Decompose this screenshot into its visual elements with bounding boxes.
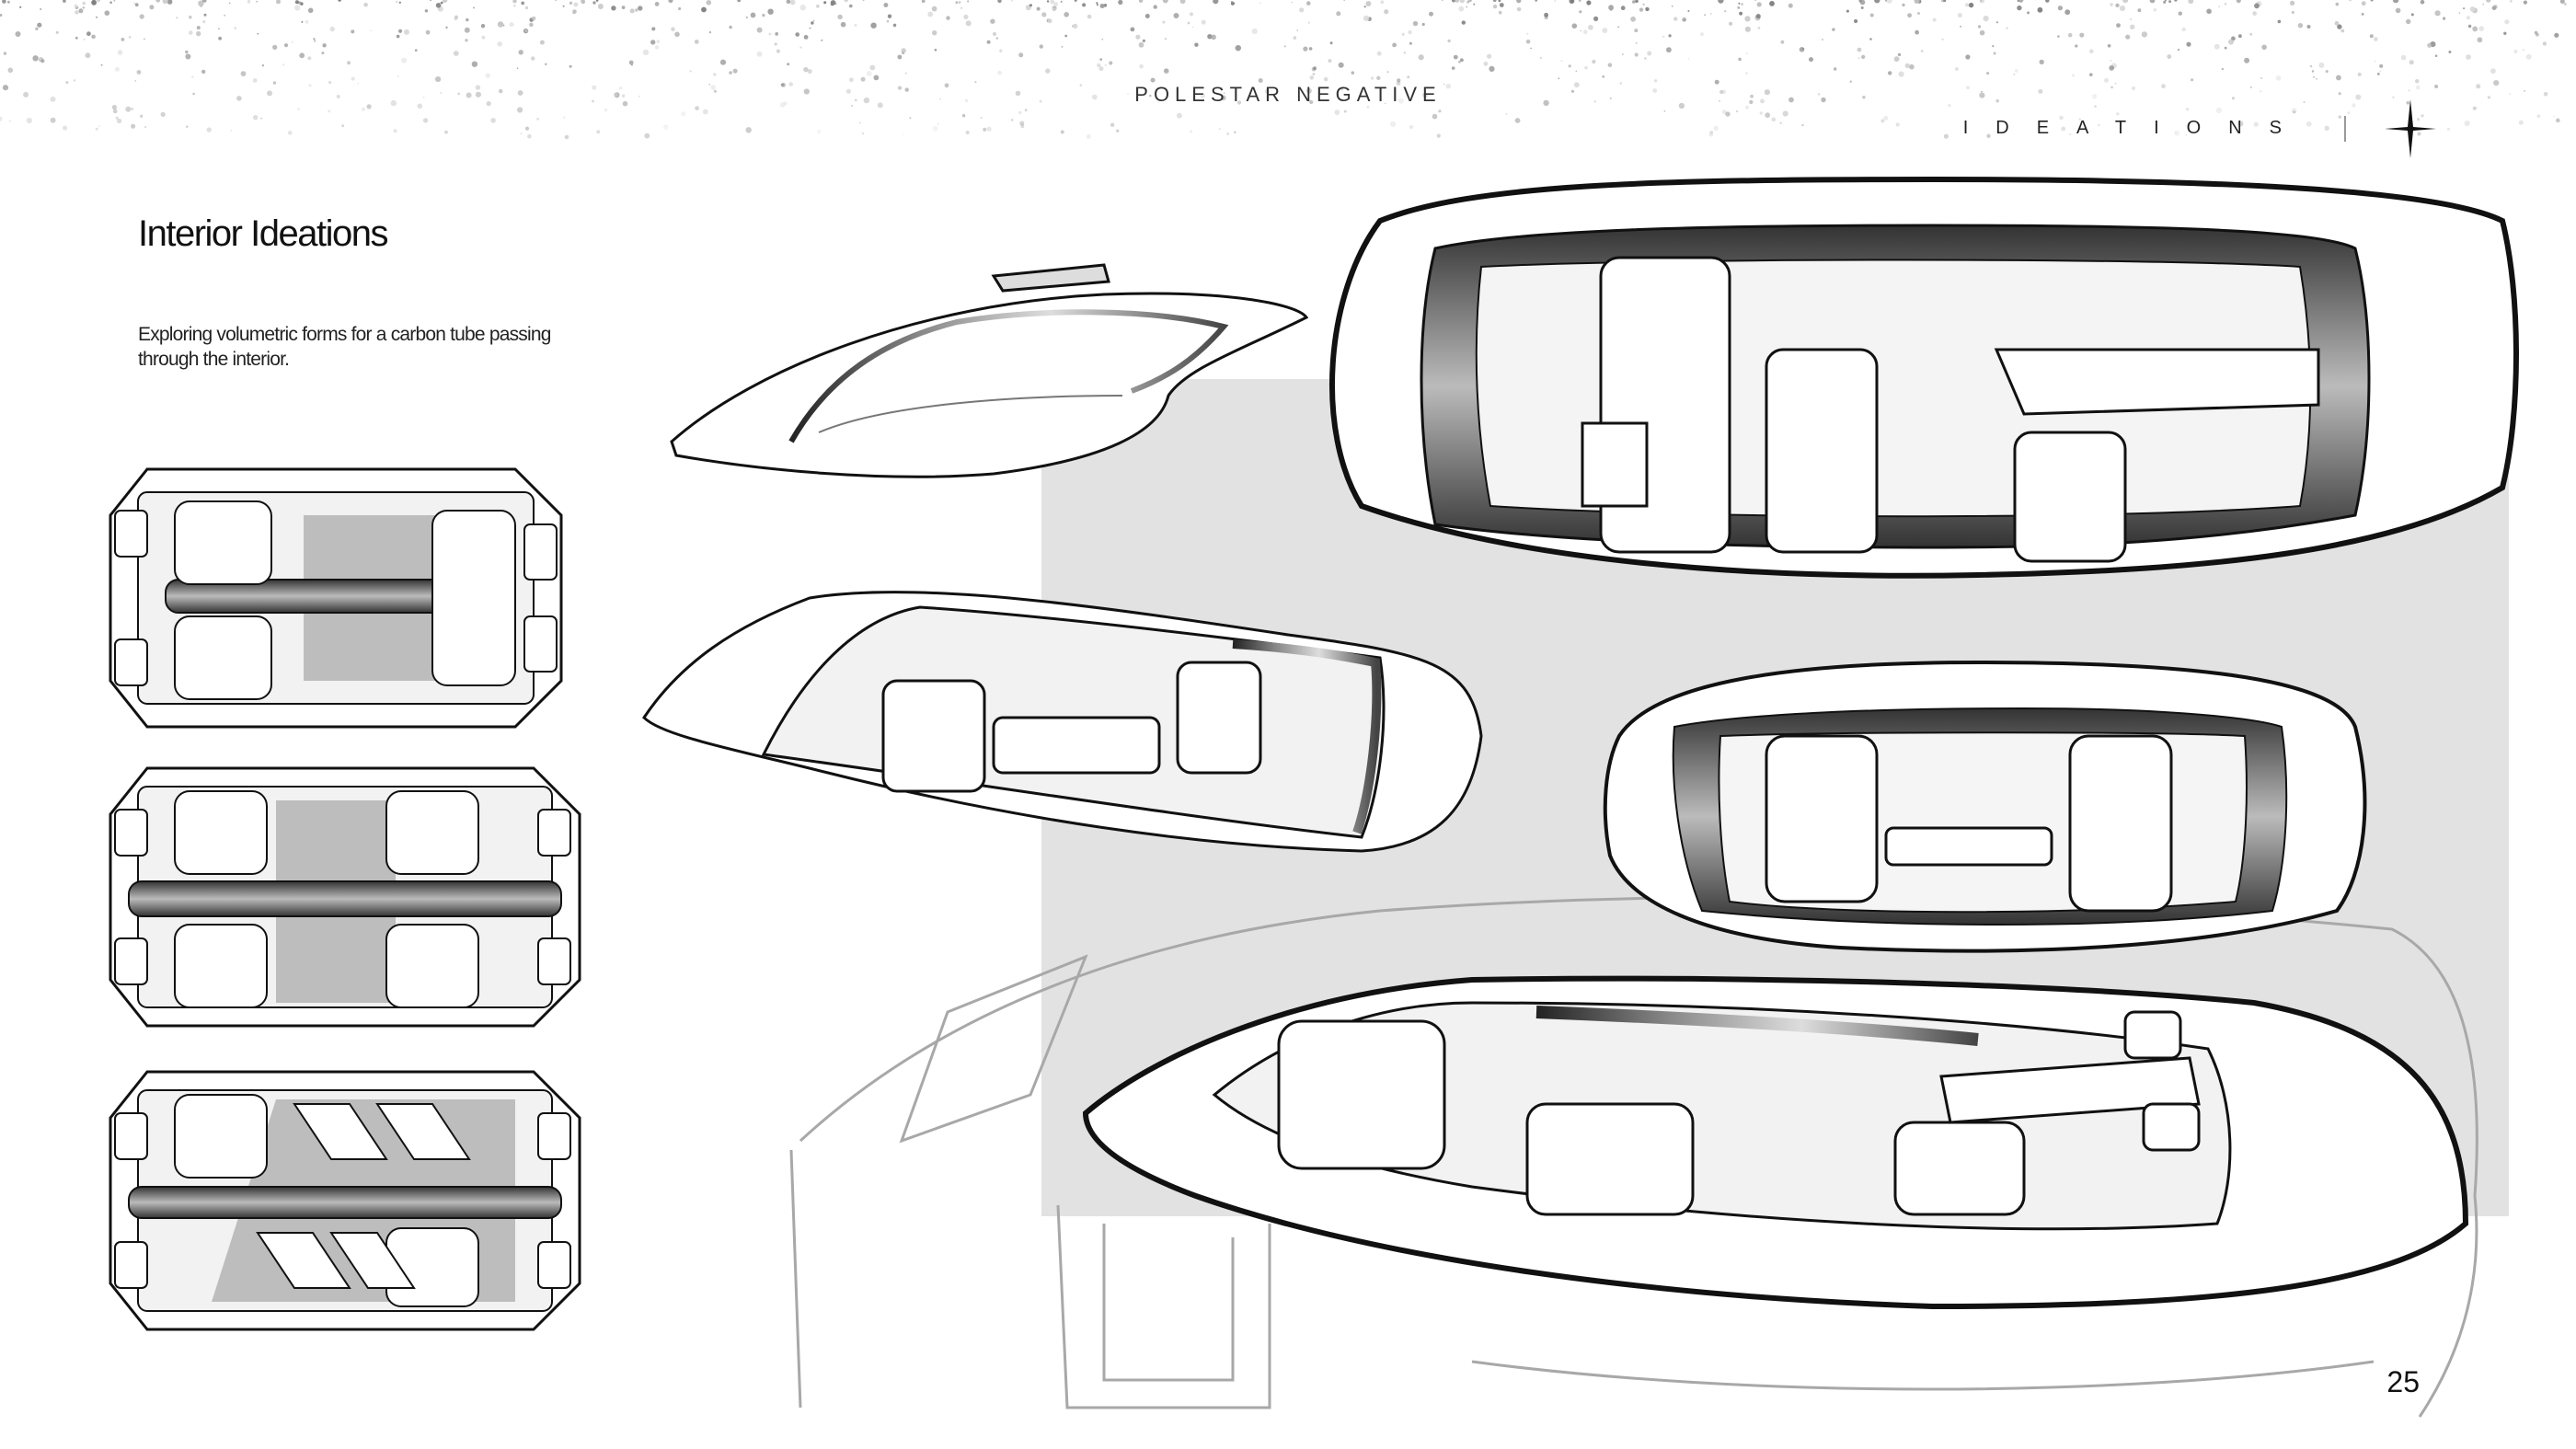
- header-divider: [2344, 116, 2346, 142]
- sketch-top-right: [1329, 176, 2519, 579]
- plan-view-3: [109, 1070, 581, 1331]
- sketch-top-left: [670, 263, 1309, 478]
- sketch-bottom-right: [1082, 975, 2469, 1310]
- sketch-middle-left: [642, 591, 1483, 853]
- page-description: Exploring volumetric forms for a carbon …: [138, 324, 551, 370]
- sketch-middle-right: [1603, 660, 2367, 953]
- car-silhouette-sketch: [789, 895, 2478, 1418]
- speckle-texture: [0, 0, 2567, 140]
- section-label: IDEATIONS: [1962, 118, 2309, 138]
- brand-name: POLESTAR NEGATIVE: [1134, 83, 1442, 106]
- plan-view-1: [109, 467, 563, 729]
- polestar-star-icon: [2385, 99, 2436, 158]
- page-number: 25: [2386, 1365, 2420, 1398]
- page-title: Interior Ideations: [138, 213, 388, 254]
- plan-view-2: [109, 766, 581, 1028]
